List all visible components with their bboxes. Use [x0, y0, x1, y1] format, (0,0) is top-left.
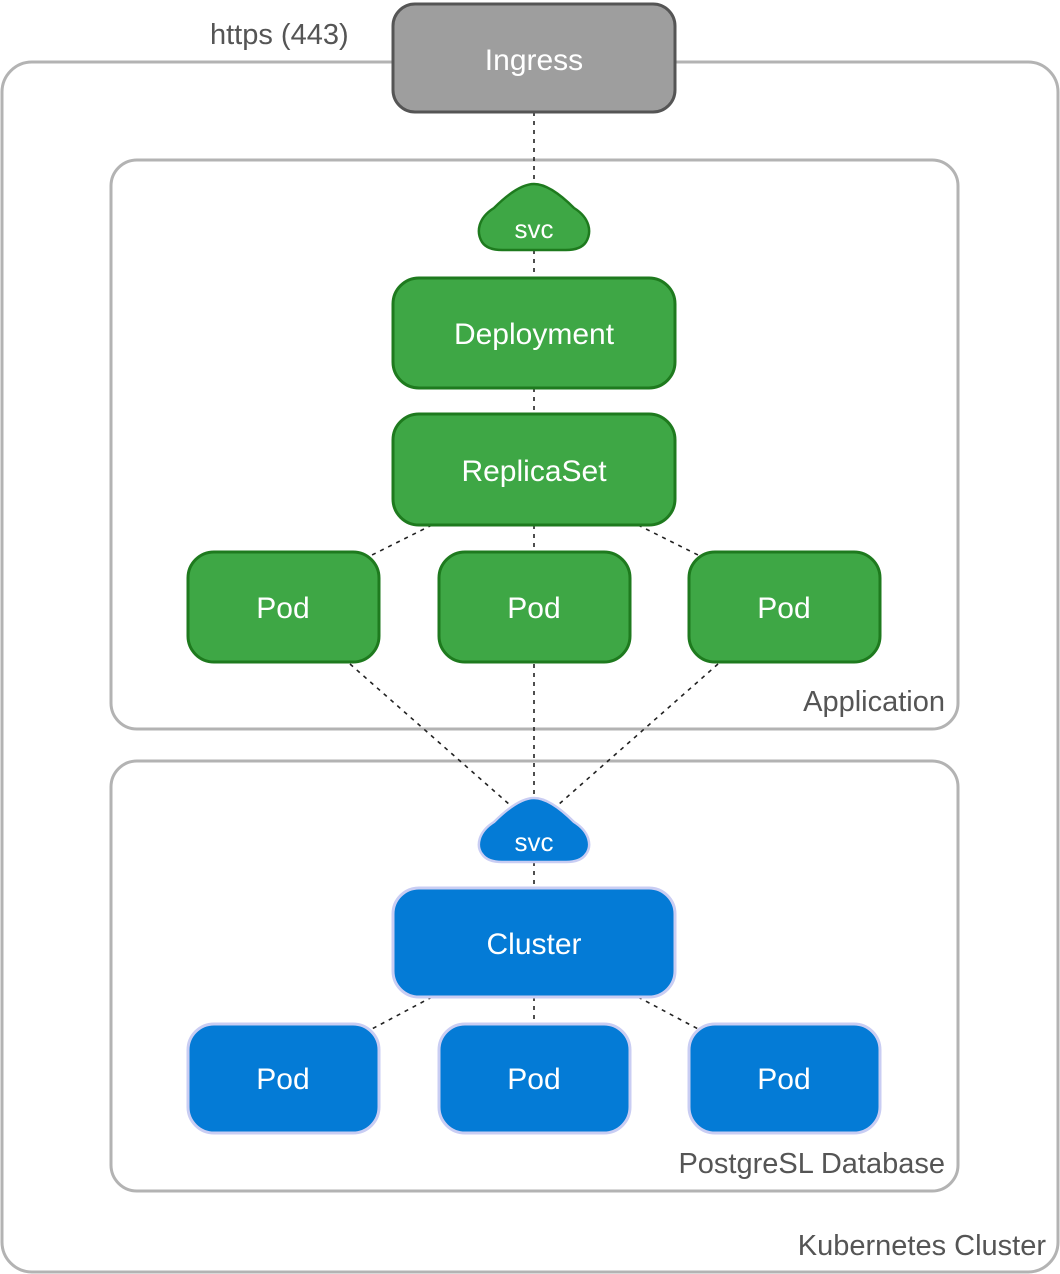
app-pod-2-box	[437, 550, 632, 664]
postgres-cluster-box	[391, 886, 677, 999]
postgres-database-group	[109, 759, 960, 1193]
application-group-label: Application	[803, 686, 945, 718]
edge-replicaset-to-pod-1	[369, 524, 433, 557]
db-pod-3-box	[687, 1022, 882, 1135]
app-svc-shape	[477, 182, 591, 252]
app-pod-1[interactable]: Pod	[186, 550, 381, 664]
deployment-label: Deployment	[454, 318, 615, 351]
edge-cluster-to-db-pod-1	[369, 996, 433, 1031]
db-svc-node[interactable]: svc	[477, 796, 591, 864]
db-pod-2[interactable]: Pod	[437, 1022, 632, 1135]
app-pod-2[interactable]: Pod	[437, 550, 632, 664]
ingress-label: Ingress	[485, 44, 583, 77]
db-pod-1[interactable]: Pod	[186, 1022, 381, 1135]
deployment-box	[391, 276, 677, 390]
db-pod-2-box	[437, 1022, 632, 1135]
app-svc-node[interactable]: svc	[477, 182, 591, 252]
edge-pod-1-to-db-svc	[349, 663, 511, 806]
edge-cluster-to-db-pod-3	[637, 996, 701, 1031]
replicaset-box	[391, 412, 677, 527]
app-pod-3-label: Pod	[757, 592, 810, 625]
db-pod-1-box	[186, 1022, 381, 1135]
ingress-box	[391, 2, 677, 114]
edge-replicaset-to-pod-3	[637, 524, 701, 557]
postgres-group-label: PostgreSL Database	[678, 1148, 945, 1180]
replicaset-node[interactable]: ReplicaSet	[391, 412, 677, 527]
app-pod-2-label: Pod	[507, 592, 560, 625]
db-svc-label: svc	[515, 827, 554, 857]
https-port-label: https (443)	[210, 19, 349, 51]
app-pod-3[interactable]: Pod	[687, 550, 882, 664]
db-pod-3[interactable]: Pod	[687, 1022, 882, 1135]
db-pod-1-label: Pod	[256, 1063, 309, 1096]
app-pod-3-box	[687, 550, 882, 664]
postgres-cluster-label: Cluster	[486, 928, 581, 961]
kubernetes-cluster-label: Kubernetes Cluster	[798, 1230, 1047, 1262]
db-pod-3-label: Pod	[757, 1063, 810, 1096]
app-pod-1-label: Pod	[256, 592, 309, 625]
db-pod-2-label: Pod	[507, 1063, 560, 1096]
edge-pod-3-to-db-svc	[557, 663, 719, 806]
postgres-cluster-node[interactable]: Cluster	[391, 886, 677, 999]
replicaset-label: ReplicaSet	[461, 455, 607, 488]
db-svc-shape	[477, 796, 591, 864]
deployment-node[interactable]: Deployment	[391, 276, 677, 390]
edges	[349, 112, 719, 1031]
app-svc-label: svc	[515, 214, 554, 244]
app-pod-1-box	[186, 550, 381, 664]
ingress-node[interactable]: Ingress	[391, 2, 677, 114]
